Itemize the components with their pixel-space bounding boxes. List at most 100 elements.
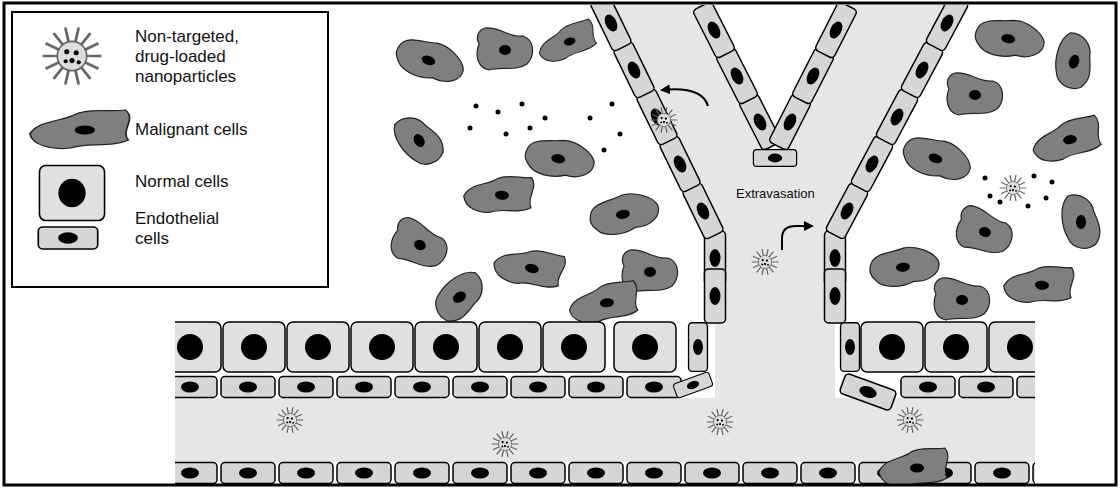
endothelial-cell <box>814 5 857 59</box>
vessel-wall <box>175 322 1035 484</box>
endothelial-cell <box>673 372 714 399</box>
normal-cell <box>543 322 605 372</box>
process-label: Extravasation <box>734 185 817 203</box>
endothelial-cell <box>753 150 796 167</box>
malignant-cell <box>463 172 535 216</box>
normal-cell <box>223 322 285 372</box>
endothelial-cell <box>511 463 565 484</box>
malignant-cell <box>934 278 989 320</box>
malignant-cell <box>972 14 1047 63</box>
endothelial-cell <box>901 377 955 398</box>
legend-nanoparticle <box>43 27 102 84</box>
endothelial-cell <box>839 373 897 411</box>
endothelial-cell <box>175 463 217 484</box>
endothelial-cell <box>175 377 217 398</box>
legend-label-holder: Normal cells <box>135 172 315 192</box>
malignant-cell <box>427 267 492 327</box>
malignant-cell <box>947 73 1002 115</box>
endothelial-cell <box>453 463 507 484</box>
endothelial-cell <box>590 5 633 52</box>
nanoparticle <box>277 407 304 433</box>
normal-cell <box>415 322 477 372</box>
malignant-cell <box>1003 262 1075 306</box>
legend-label-holder: Endothelial cells <box>135 209 239 249</box>
malignant-cell <box>477 28 532 70</box>
normal-cell <box>351 322 413 372</box>
normal-cell <box>925 322 987 372</box>
endothelial-cell <box>685 463 739 484</box>
endothelial-cell <box>825 182 869 240</box>
endothelial-cell <box>569 463 623 484</box>
malignant-cell <box>391 31 469 90</box>
malignant-cell <box>1047 30 1101 93</box>
endothelial-cell <box>511 377 565 398</box>
endothelial-cell <box>959 377 1013 398</box>
nanoparticle <box>897 407 924 433</box>
endothelial-cell <box>627 463 681 484</box>
endothelial-cell <box>1017 377 1035 398</box>
normal-cell <box>479 322 541 372</box>
endothelial-cell <box>337 377 391 398</box>
endothelial-cell <box>705 269 726 323</box>
endothelial-cell <box>395 377 449 398</box>
legend-endothelial-cell <box>38 227 97 249</box>
normal-cell <box>175 322 221 372</box>
normal-cell <box>861 322 923 372</box>
scene <box>12 5 1104 484</box>
nanoparticle <box>707 409 734 435</box>
endothelial-cell <box>850 135 894 193</box>
malignant-cell <box>389 108 449 173</box>
extravasation-arrow <box>662 89 708 106</box>
extravasation-arrow <box>782 226 812 250</box>
normal-cell <box>989 322 1035 372</box>
endothelial-cell <box>1033 463 1035 484</box>
nanoparticle <box>492 431 519 457</box>
malignant-cell <box>1029 115 1103 165</box>
normal-cell <box>614 322 676 372</box>
legend-label-holder: Non-targeted, drug-loaded nanoparticles <box>135 27 255 87</box>
malignant-cell <box>490 239 566 294</box>
endothelial-cell <box>279 463 333 484</box>
endothelial-cell <box>569 377 623 398</box>
endothelial-cell <box>825 269 846 323</box>
legend-label: Non-targeted, drug-loaded nanoparticles <box>135 27 255 87</box>
vessel-lumen <box>175 398 1035 462</box>
nanoparticle <box>752 249 779 275</box>
malignant-cell <box>387 215 454 274</box>
nanoparticle <box>1000 175 1027 201</box>
legend-box <box>12 12 328 287</box>
malignant-cell <box>587 189 662 238</box>
malignant-cell <box>567 280 639 324</box>
endothelial-cell <box>453 377 507 398</box>
endothelial-cell <box>221 463 275 484</box>
malignant-cell <box>879 448 948 484</box>
malignant-cell <box>1062 195 1100 248</box>
legend-malignant-cell <box>30 110 130 148</box>
endothelial-cell <box>925 5 969 52</box>
endothelial-cell <box>627 377 681 398</box>
malignant-cell <box>522 134 597 183</box>
endothelial-cell <box>875 88 919 146</box>
endothelial-cell <box>279 377 333 398</box>
malignant-cell <box>534 18 599 65</box>
endothelial-cell <box>395 463 449 484</box>
malignant-cell <box>953 203 1017 258</box>
legend-label: Malignant cells <box>135 120 315 140</box>
malignant-cell <box>898 129 976 188</box>
endothelial-cell <box>975 463 1029 484</box>
legend-label: Endothelial cells <box>135 209 239 249</box>
endothelial-cell <box>900 41 944 99</box>
endothelial-cell <box>801 463 855 484</box>
endothelial-cell <box>689 323 708 372</box>
nanoparticle <box>651 107 678 133</box>
legend-label-holder: Malignant cells <box>135 120 315 140</box>
legend-label: Normal cells <box>135 172 315 192</box>
frame <box>4 3 1116 485</box>
endothelial-cell <box>692 5 735 59</box>
legend-normal-cell <box>39 166 104 221</box>
malignant-cell <box>868 245 940 289</box>
normal-cell <box>287 322 349 372</box>
endothelial-cell <box>221 377 275 398</box>
endothelial-cell <box>841 323 860 372</box>
process-label-holder: Extravasation <box>734 185 817 203</box>
